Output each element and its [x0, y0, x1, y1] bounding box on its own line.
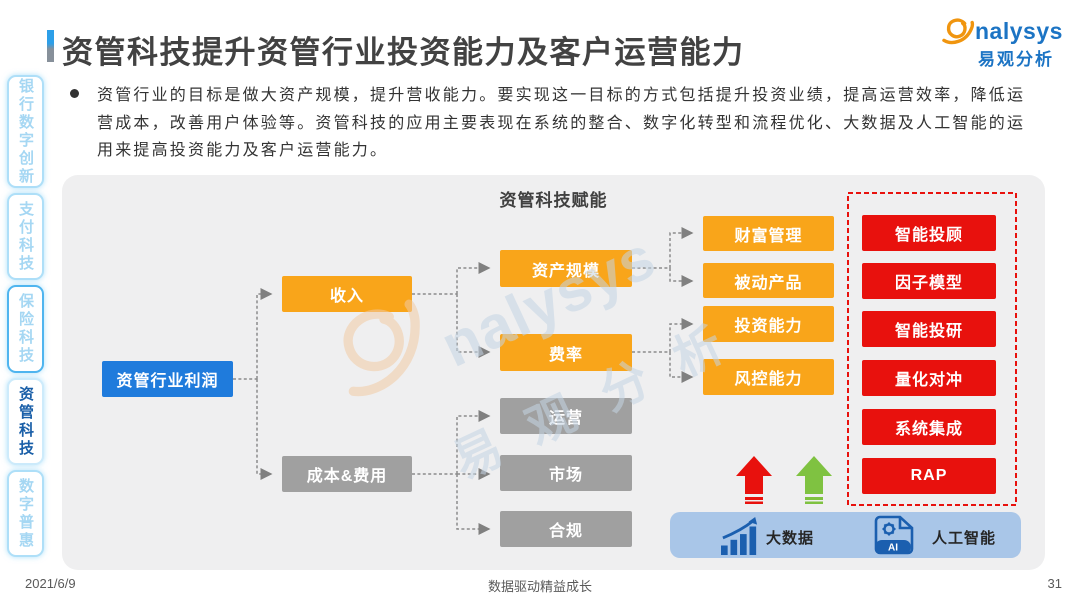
- title-accent-bar: [47, 30, 54, 62]
- logo-swirl-icon: [942, 18, 975, 45]
- footer-page-number: 31: [1047, 576, 1062, 591]
- logo-subtext: 易观分析: [978, 50, 1054, 69]
- ai-label: 人工智能: [932, 530, 997, 547]
- node-risk-control: 风控能力: [703, 359, 834, 395]
- node-smart-advisor: 智能投顾: [862, 215, 996, 251]
- node-factor-model: 因子模型: [862, 263, 996, 299]
- red-up-arrow-icon: [736, 456, 772, 504]
- node-wealth-mgmt: 财富管理: [703, 216, 834, 251]
- ai-icon: AI: [874, 515, 914, 555]
- node-market: 市场: [500, 455, 632, 491]
- node-rap: RAP: [862, 458, 996, 494]
- footer-date: 2021/6/9: [25, 576, 76, 591]
- logo-text: nalysys: [975, 18, 1063, 44]
- intro-paragraph: 资管行业的目标是做大资产规模，提升营收能力。要实现这一目标的方式包括提升投资业绩…: [97, 87, 1026, 160]
- node-operations: 运营: [500, 398, 632, 434]
- big-data-icon: [721, 517, 758, 555]
- analysys-logo: nalysys 易观分析: [942, 14, 1072, 69]
- node-investment-ability: 投资能力: [703, 306, 834, 342]
- node-cost: 成本&费用: [282, 456, 412, 492]
- sidebar-tab-payment[interactable]: 支付科技: [7, 193, 44, 280]
- big-data-label: 大数据: [766, 530, 815, 547]
- green-up-arrow-icon: [796, 456, 832, 504]
- sidebar-tab-inclusive[interactable]: 数字普惠: [7, 470, 44, 557]
- footer-slogan: 数据驱动精益成长: [487, 579, 592, 594]
- node-quant-hedge: 量化对冲: [862, 360, 996, 396]
- node-smart-research: 智能投研: [862, 311, 996, 347]
- bullet-icon: [70, 89, 79, 98]
- diagram-title: 资管科技赋能: [499, 191, 608, 210]
- node-asset-scale: 资产规模: [500, 250, 632, 287]
- node-industry-profit: 资管行业利润: [102, 361, 233, 397]
- node-revenue: 收入: [282, 276, 412, 312]
- sidebar-tab-assetmgmt[interactable]: 资管科技: [7, 378, 44, 465]
- page-title: 资管科技提升资管行业投资能力及客户运营能力: [62, 35, 745, 70]
- node-system-integration: 系统集成: [862, 409, 996, 445]
- svg-text:AI: AI: [888, 543, 898, 554]
- sidebar-tab-banking[interactable]: 银行数字创新: [7, 75, 44, 188]
- sidebar-tab-insurance[interactable]: 保险科技: [7, 285, 44, 373]
- node-fee-rate: 费率: [500, 334, 632, 371]
- tech-group-frame: [847, 192, 1017, 506]
- node-compliance: 合规: [500, 511, 632, 547]
- node-passive-products: 被动产品: [703, 263, 834, 298]
